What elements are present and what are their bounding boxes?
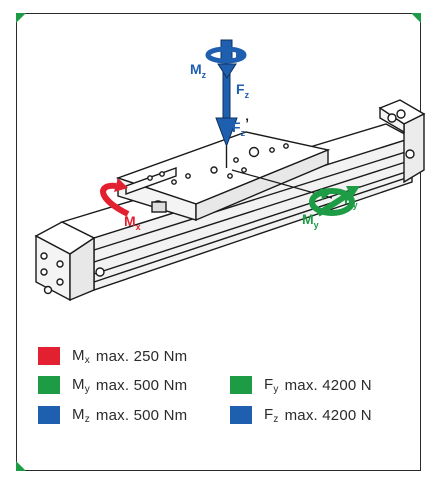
fz-prime-label: Fz’ (232, 115, 249, 138)
legend-swatch-green (230, 376, 252, 394)
fz-label: Fz (236, 81, 250, 100)
mz-fz-arrow (205, 39, 247, 168)
corner-accent-top-right (411, 13, 421, 23)
legend-fz: Fz max. 4200 N (230, 404, 372, 426)
end-plate-right (378, 99, 426, 184)
legend-swatch-blue (38, 406, 60, 424)
legend-swatch-green (38, 376, 60, 394)
my-label: My (302, 211, 319, 230)
corner-accent-top-left (16, 13, 26, 23)
legend-my: My max. 500 Nm (38, 374, 187, 396)
end-plate-left (34, 221, 105, 302)
my-fy-arrows (309, 186, 360, 217)
legend-fy: Fy max. 4200 N (230, 374, 372, 396)
legend-mz: Mz max. 500 Nm (38, 404, 187, 426)
legend-mx: Mx max. 250 Nm (38, 345, 187, 367)
slide-carriage (115, 131, 331, 222)
legend-swatch-red (38, 347, 60, 365)
mx-label: Mx (124, 213, 141, 232)
corner-accent-bottom-left (16, 461, 26, 471)
fy-label: Fy (344, 191, 358, 210)
mx-moment-arrow (100, 178, 130, 217)
mz-label: Mz (190, 61, 207, 80)
legend-swatch-blue (230, 406, 252, 424)
